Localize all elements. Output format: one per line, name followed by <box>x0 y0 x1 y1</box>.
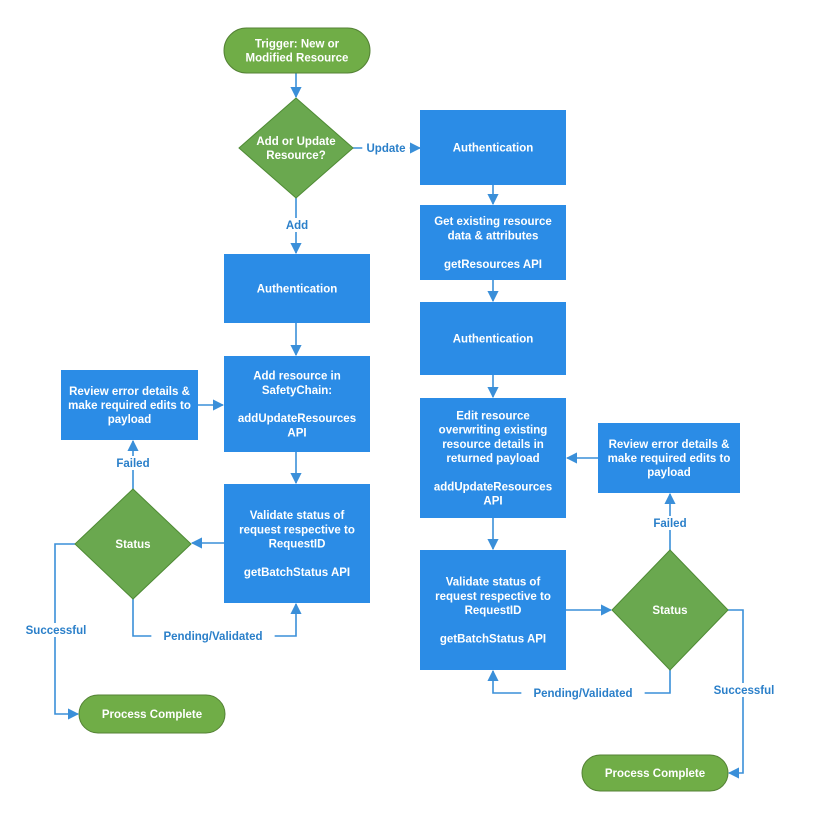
svg-text:Update: Update <box>367 143 406 155</box>
auth-update-2-label: Authentication <box>453 334 534 346</box>
svg-text:Add: Add <box>286 220 308 232</box>
review-right-box: Review error details &make required edit… <box>598 423 740 493</box>
pending-left-edge-label: Pending/Validated <box>151 629 275 643</box>
status-left-label: Status <box>115 539 150 551</box>
auth-add-label: Authentication <box>257 284 338 296</box>
add-edge-label: Add <box>283 218 311 232</box>
complete-right-label: Process Complete <box>605 768 705 780</box>
status-right-decision: Status <box>611 549 729 671</box>
failed-right-edge-label: Failed <box>646 516 694 530</box>
svg-text:Pending/Validated: Pending/Validated <box>533 688 632 700</box>
svg-text:Successful: Successful <box>714 685 775 697</box>
svg-text:Failed: Failed <box>116 458 149 470</box>
complete-left-label: Process Complete <box>102 709 202 721</box>
auth-update-1-box: Authentication <box>420 110 566 185</box>
auth-update-2-box: Authentication <box>420 302 566 375</box>
review-left-box: Review error details &make required edit… <box>61 370 198 440</box>
svg-text:Successful: Successful <box>26 625 87 637</box>
update-edge-label: Update <box>362 141 410 155</box>
status-left-decision: Status <box>74 488 192 600</box>
review-right-label: Review error details &make required edit… <box>608 439 731 479</box>
successful-left-edge-label: Successful <box>18 623 94 637</box>
failed-left-edge-label: Failed <box>109 456 157 470</box>
auth-add-box: Authentication <box>224 254 370 323</box>
pending-right-edge-label: Pending/Validated <box>521 686 645 700</box>
review-left-label: Review error details &make required edit… <box>68 386 191 426</box>
complete-right-terminal: Process Complete <box>581 754 729 792</box>
svg-text:Pending/Validated: Pending/Validated <box>163 631 262 643</box>
complete-left-terminal: Process Complete <box>78 694 226 734</box>
svg-text:Failed: Failed <box>653 518 686 530</box>
successful-right-edge-label: Successful <box>706 683 782 697</box>
auth-update-1-label: Authentication <box>453 143 534 155</box>
edge-labels: UpdateAddFailedPending/ValidatedSuccessf… <box>18 141 782 700</box>
status-right-label: Status <box>652 605 687 617</box>
